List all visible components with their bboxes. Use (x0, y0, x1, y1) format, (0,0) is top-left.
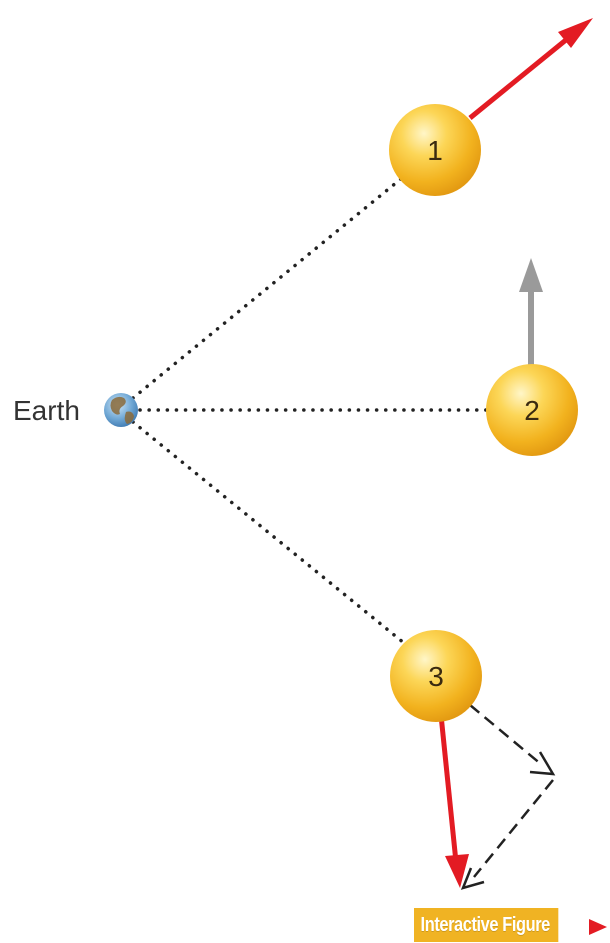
star-3-number: 3 (428, 661, 444, 692)
star-1-number: 1 (427, 135, 443, 166)
star-2-number: 2 (524, 395, 540, 426)
velocity-arrow-3 (438, 714, 469, 888)
line-of-sight-1 (131, 176, 404, 400)
star-3: 3 (390, 630, 482, 722)
line-of-sight-3 (131, 420, 406, 645)
earth-label: Earth (13, 395, 80, 426)
motion-arrow-2 (519, 258, 543, 370)
radial-component-arrow-3 (469, 704, 556, 776)
star-2: 2 (486, 364, 578, 456)
velocity-arrow-1 (468, 18, 593, 120)
star-1: 1 (389, 104, 481, 196)
earth-globe-icon (104, 393, 138, 427)
badge-pointer-arrow-icon (589, 919, 607, 935)
tangential-component-arrow-3 (460, 779, 554, 890)
interactive-figure-badge[interactable]: Interactive Figure (414, 908, 559, 942)
